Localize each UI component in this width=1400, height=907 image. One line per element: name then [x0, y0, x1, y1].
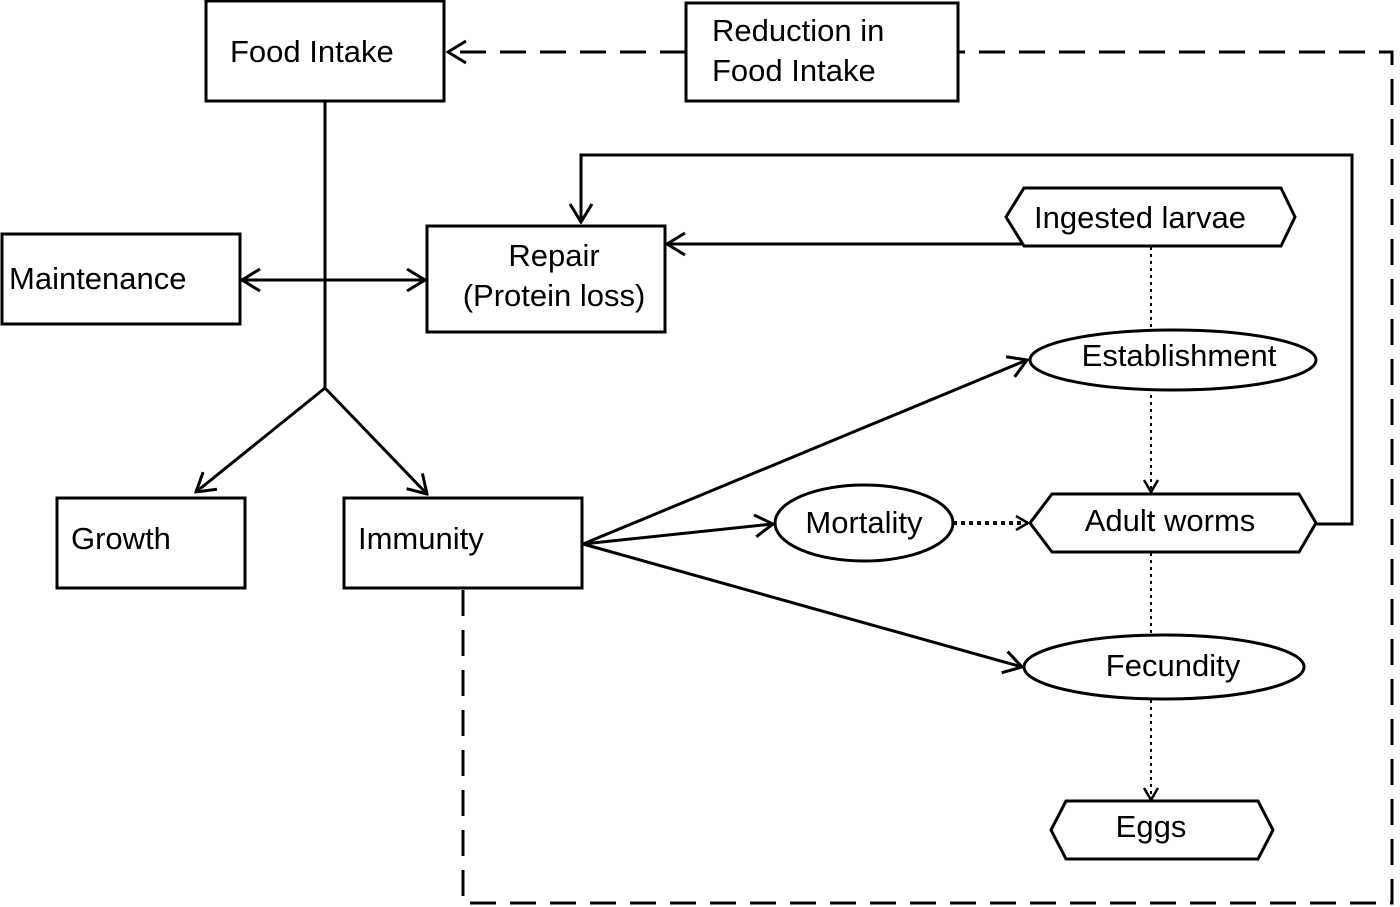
reduction-label-line2: Food Intake [712, 53, 876, 88]
maintenance-label: Maintenance [9, 261, 187, 296]
adult-worms-node: Adult worms [1028, 492, 1318, 554]
immunity-branch-arrow [323, 386, 427, 494]
eggs-label: Eggs [1116, 809, 1187, 844]
growth-node: Growth [55, 496, 247, 590]
fecundity-node: Fecundity [1022, 633, 1306, 701]
repair-label-line1: Repair [508, 238, 599, 273]
immunity-node: Immunity [342, 496, 584, 590]
establishment-label: Establishment [1082, 338, 1277, 373]
immunity-to-fecundity-arrow [582, 542, 1022, 667]
establishment-node: Establishment [1028, 328, 1318, 392]
growth-branch-arrow [196, 386, 326, 492]
reduction-label-line1: Reduction in [712, 13, 884, 48]
food-intake-node: Food Intake [204, 0, 446, 103]
maintenance-node: Maintenance [0, 232, 242, 326]
immunity-label: Immunity [358, 521, 484, 556]
fecundity-label: Fecundity [1106, 648, 1241, 683]
ingested-larvae-node: Ingested larvae [1004, 186, 1297, 248]
repair-node: Repair (Protein loss) [425, 224, 667, 334]
mortality-node: Mortality [773, 483, 955, 563]
adult-worms-label: Adult worms [1085, 503, 1256, 538]
reduction-in-food-intake-node: Reduction in Food Intake [684, 1, 960, 103]
immunity-to-establishment-arrow [582, 360, 1027, 546]
immunity-to-mortality-arrow [582, 524, 773, 546]
eggs-node: Eggs [1049, 799, 1275, 861]
immunity-feedback-dashed [461, 50, 1394, 905]
adult-worms-to-repair-arrow [581, 153, 1354, 526]
repair-label-line2: (Protein loss) [463, 278, 646, 313]
food-intake-label: Food Intake [230, 34, 394, 69]
ingested-larvae-label: Ingested larvae [1034, 200, 1246, 235]
mortality-label: Mortality [805, 505, 923, 540]
growth-label: Growth [71, 521, 171, 556]
